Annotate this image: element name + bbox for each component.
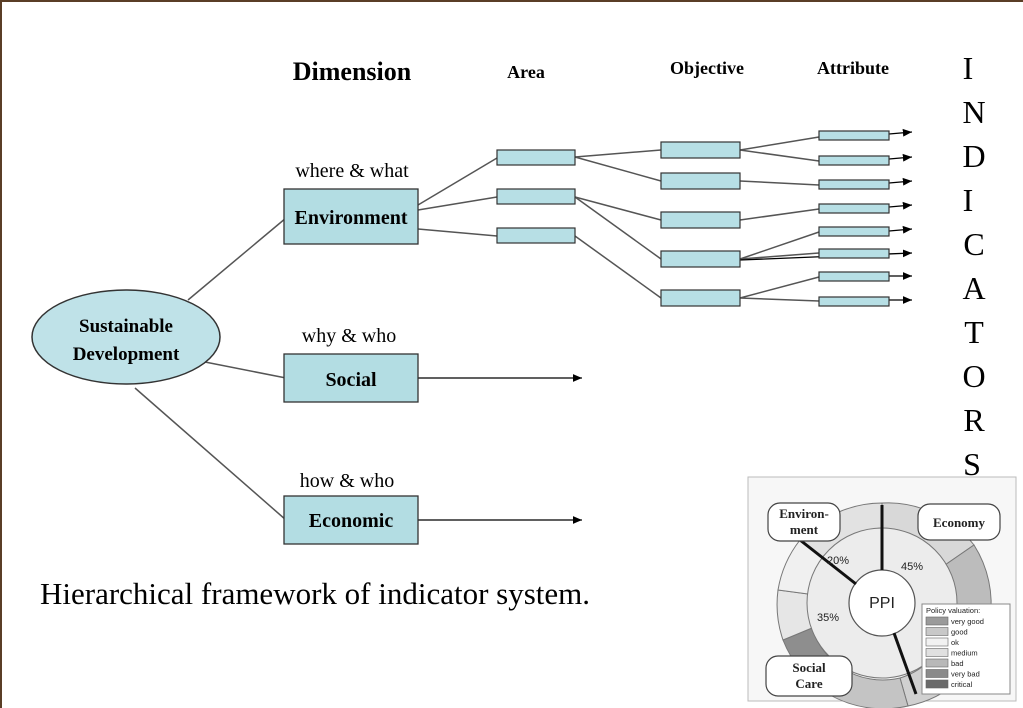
header-area: Area (507, 62, 545, 82)
dimension-box-economic (283, 495, 419, 545)
indicator-letter: C (963, 226, 984, 262)
dimension-arrows (418, 374, 582, 524)
attribute-box (818, 296, 890, 307)
indicator-letter: R (963, 402, 985, 438)
ppi-pct-environment: 20% (827, 555, 849, 567)
ppi-legend-label: medium (951, 649, 978, 658)
objective-box (660, 250, 741, 268)
ppi-pct-economy: 45% (901, 561, 923, 573)
objective-box (660, 211, 741, 229)
area-box (496, 227, 576, 244)
indicator-letter: A (962, 270, 985, 306)
ppi-callout-social (765, 655, 853, 697)
attribute-box (818, 226, 890, 237)
ppi-legend-swatch (925, 616, 949, 626)
ppi-legend-swatch (925, 658, 949, 668)
area-boxes (496, 149, 576, 244)
indicators-label: I N D I C A T O R S (962, 50, 985, 482)
attribute-box (818, 271, 890, 282)
attribute-box (818, 130, 890, 141)
objective-boxes (660, 141, 741, 307)
caption: Hierarchical framework of indicator syst… (40, 576, 590, 611)
ppi-pct-social: 35% (817, 612, 839, 624)
ppi-legend-swatch (925, 679, 949, 689)
dimension-subtitle-environment: where & what (295, 160, 409, 182)
ppi-legend-label: ok (951, 638, 959, 647)
attribute-box (818, 155, 890, 166)
indicator-letter: T (964, 314, 984, 350)
dimension-label-economic: Economic (309, 510, 394, 532)
header-dimension: Dimension (293, 57, 412, 86)
indicator-letter: D (962, 138, 985, 174)
indicator-letter: S (963, 446, 981, 482)
ppi-center-label: PPI (869, 595, 895, 612)
ppi-legend-title: Policy valuation: (926, 606, 980, 615)
objective-box (660, 141, 741, 159)
attribute-box (818, 203, 890, 214)
dimension-box-environment (283, 188, 419, 245)
attribute-box (818, 179, 890, 190)
header-objective: Objective (670, 58, 744, 78)
root-ellipse (31, 289, 221, 385)
objective-box (660, 289, 741, 307)
ppi-legend-label: very bad (951, 670, 980, 679)
objective-box (660, 172, 741, 190)
area-box (496, 188, 576, 205)
ppi-callout-environment (767, 502, 841, 542)
indicator-letter: I (963, 182, 974, 218)
ppi-inset: PPI 20% 45% 35% Environ- ment Economy So… (747, 476, 1017, 708)
ppi-legend-label: bad (951, 659, 964, 668)
ppi-economy-label: Economy (933, 515, 986, 530)
ppi-legend-label: good (951, 628, 968, 637)
ppi-environment-line2: ment (790, 522, 819, 537)
dimension-box-social (283, 353, 419, 403)
ppi-legend-label: very good (951, 617, 984, 626)
ppi-legend-swatch (925, 669, 949, 678)
header-attribute: Attribute (817, 58, 889, 78)
root-label-line2: Development (73, 344, 180, 365)
dimension-subtitle-economic: how & who (300, 470, 394, 492)
indicator-letter: N (962, 94, 985, 130)
indicator-letter: I (963, 50, 974, 86)
dimension-label-social: Social (325, 369, 377, 391)
ppi-legend-swatch (925, 627, 949, 636)
ppi-environment-line1: Environ- (779, 506, 829, 521)
root-label-line1: Sustainable (79, 316, 173, 337)
attribute-boxes (818, 130, 890, 307)
dimension-subtitle-social: why & who (302, 325, 396, 347)
root-connectors (134, 217, 287, 521)
ppi-social-line2: Care (795, 676, 822, 691)
ppi-legend-swatch (925, 648, 949, 657)
indicator-letter: O (962, 358, 985, 394)
dimension-label-environment: Environment (295, 207, 408, 229)
attribute-box (818, 248, 890, 259)
ppi-legend-label: critical (951, 680, 973, 689)
area-connectors (417, 136, 820, 302)
ppi-callout-economy (917, 503, 1001, 541)
area-box (496, 149, 576, 166)
ppi-social-line1: Social (792, 660, 826, 675)
ppi-legend-swatch (925, 637, 949, 647)
